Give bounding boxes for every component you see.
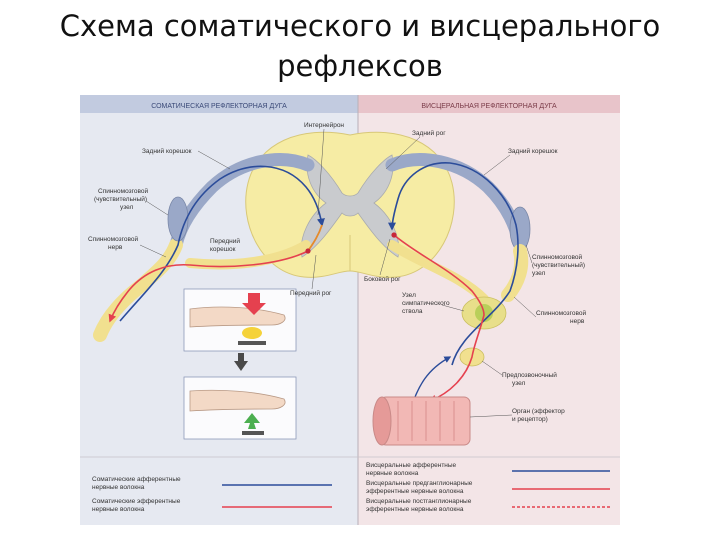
down-arrow-stem — [238, 353, 244, 361]
leader-ventral-horn — [311, 254, 317, 290]
stimulus-illustration — [183, 288, 297, 352]
label-ventral-root-1: Передний — [210, 237, 240, 245]
leader-dorsal-root-right — [483, 154, 511, 176]
hand-fingers-withdrawn — [189, 389, 286, 412]
somatic-spinal-nerve — [93, 238, 183, 342]
label-sympathetic-ganglion-2: симпатического — [402, 300, 450, 307]
visceral-efferent-fiber — [393, 234, 485, 403]
leader-prevertebral-ganglion — [481, 360, 503, 376]
label-spinal-ganglion-right-3: узел — [532, 270, 546, 277]
label-prevertebral-ganglion-1: Предпозвоночный — [502, 371, 557, 379]
plant-icon — [244, 413, 260, 429]
leader-spinal-nerve-left — [139, 244, 167, 258]
label-spinal-ganglion-left-1: Спинномозговой — [98, 187, 148, 195]
plant-base — [242, 431, 264, 435]
label-sympathetic-ganglion-3: ствола — [402, 308, 423, 315]
somatic-efferent-fiber — [108, 250, 309, 323]
withdrawal-illustration — [183, 376, 297, 440]
leader-spinal-ganglion-right — [525, 244, 533, 264]
label-prevertebral-ganglion-2: узел — [512, 380, 526, 387]
legend-somatic-afferent-2: нервные волокна — [92, 484, 145, 491]
label-spinal-nerve-left-1: Спинномозговой — [88, 235, 138, 243]
label-spinal-ganglion-left-2: (чувствительный) — [94, 195, 147, 203]
leader-dorsal-root-left — [197, 150, 231, 170]
label-effector-organ-1: Орган (эффектор — [512, 408, 565, 415]
legend-visceral-post-1: Висцеральные постганглионарные — [366, 498, 472, 505]
down-arrow — [234, 361, 248, 371]
label-sympathetic-ganglion-1: Узел — [402, 292, 416, 299]
grey-matter — [300, 154, 400, 258]
leader-dorsal-horn — [385, 136, 421, 170]
visceral-preganglionic-neuron — [391, 232, 397, 238]
label-dorsal-horn: Задний рог — [412, 129, 446, 137]
label-dorsal-root-left: Задний корешок — [142, 147, 192, 155]
visceral-header: ВИСЦЕРАЛЬНАЯ РЕФЛЕКТОРНАЯ ДУГА — [421, 103, 557, 110]
legend-somatic-afferent-1: Соматические афферентные — [92, 476, 181, 483]
visceral-ventral-root — [387, 240, 489, 304]
label-spinal-ganglion-right-2: (чувствительный) — [532, 261, 585, 269]
slide-title-line-2: рефлексов — [277, 49, 443, 83]
leader-spinal-nerve-right — [513, 296, 537, 318]
label-ventral-root-2: корешок — [210, 246, 236, 253]
legend-visceral-post-2: эфферентные нервные волокна — [366, 506, 464, 513]
label-spinal-ganglion-left-3: узел — [120, 204, 134, 211]
reflex-diagram-svg: СОМАТИЧЕСКАЯ РЕФЛЕКТОРНАЯ ДУГА ВИСЦЕРАЛЬ… — [80, 95, 620, 525]
heat-arrow — [242, 293, 266, 315]
label-spinal-ganglion-right-1: Спинномозговой — [532, 253, 582, 261]
legend-somatic-efferent-2: нервные волокна — [92, 506, 145, 513]
effector-organ — [372, 396, 471, 446]
burner — [238, 341, 266, 345]
label-spinal-nerve-right-1: Спинномозговой — [536, 309, 586, 317]
label-spinal-nerve-right-2: нерв — [570, 318, 585, 325]
legend-visceral-pre-1: Висцеральные предганглионарные — [366, 480, 473, 487]
label-effector-organ-2: и рецептор) — [512, 416, 548, 423]
label-interneuron: Интернейрон — [304, 121, 344, 129]
leader-spinal-ganglion-left — [145, 200, 169, 216]
visceral-afferent-fiber — [388, 162, 519, 366]
somatic-header-bar — [80, 95, 358, 113]
somatic-motor-neuron — [305, 248, 311, 254]
legend-somatic-efferent-1: Соматические эфферентные — [92, 498, 181, 505]
label-lateral-horn: Боковой рог — [364, 275, 401, 283]
label-ventral-horn: Передний рог — [290, 289, 332, 297]
flame — [242, 327, 262, 339]
legend-visceral-afferent-1: Висцеральные афферентные — [366, 462, 457, 469]
label-spinal-nerve-left-2: нерв — [108, 244, 123, 251]
leader-interneuron — [317, 128, 325, 216]
reflex-diagram: СОМАТИЧЕСКАЯ РЕФЛЕКТОРНАЯ ДУГА ВИСЦЕРАЛЬ… — [80, 95, 620, 525]
organ-opening — [372, 396, 392, 446]
organ-tube — [379, 396, 471, 446]
somatic-ventral-root — [185, 240, 311, 270]
slide-title: Схема соматического и висцерального рефл… — [0, 6, 720, 86]
leader-effector-organ — [469, 414, 513, 418]
legend-visceral-pre-2: эфферентные нервные волокна — [366, 488, 464, 495]
slide-title-line-1: Схема соматического и висцерального — [59, 9, 661, 43]
somatic-header: СОМАТИЧЕСКАЯ РЕФЛЕКТОРНАЯ ДУГА — [151, 103, 287, 110]
leader-sympathetic-ganglion — [441, 304, 465, 312]
leader-lateral-horn — [379, 238, 391, 276]
label-dorsal-root-right: Задний корешок — [508, 147, 558, 155]
visceral-header-bar — [358, 95, 620, 113]
legend-visceral-afferent-2: нервные волокна — [366, 470, 419, 477]
hand-fingers-top — [189, 306, 286, 328]
somatic-afferent-fiber — [119, 165, 325, 322]
somatic-spinal-ganglion — [167, 196, 189, 242]
